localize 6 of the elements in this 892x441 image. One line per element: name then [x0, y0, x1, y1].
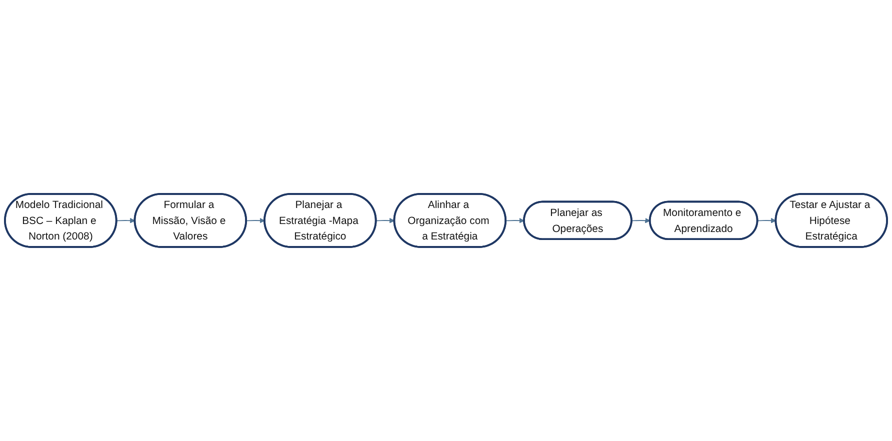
arrow: [376, 218, 395, 224]
arrow: [246, 218, 266, 224]
arrow: [505, 218, 525, 224]
arrow: [631, 218, 650, 224]
arrow: [757, 218, 776, 224]
arrow: [116, 218, 136, 224]
